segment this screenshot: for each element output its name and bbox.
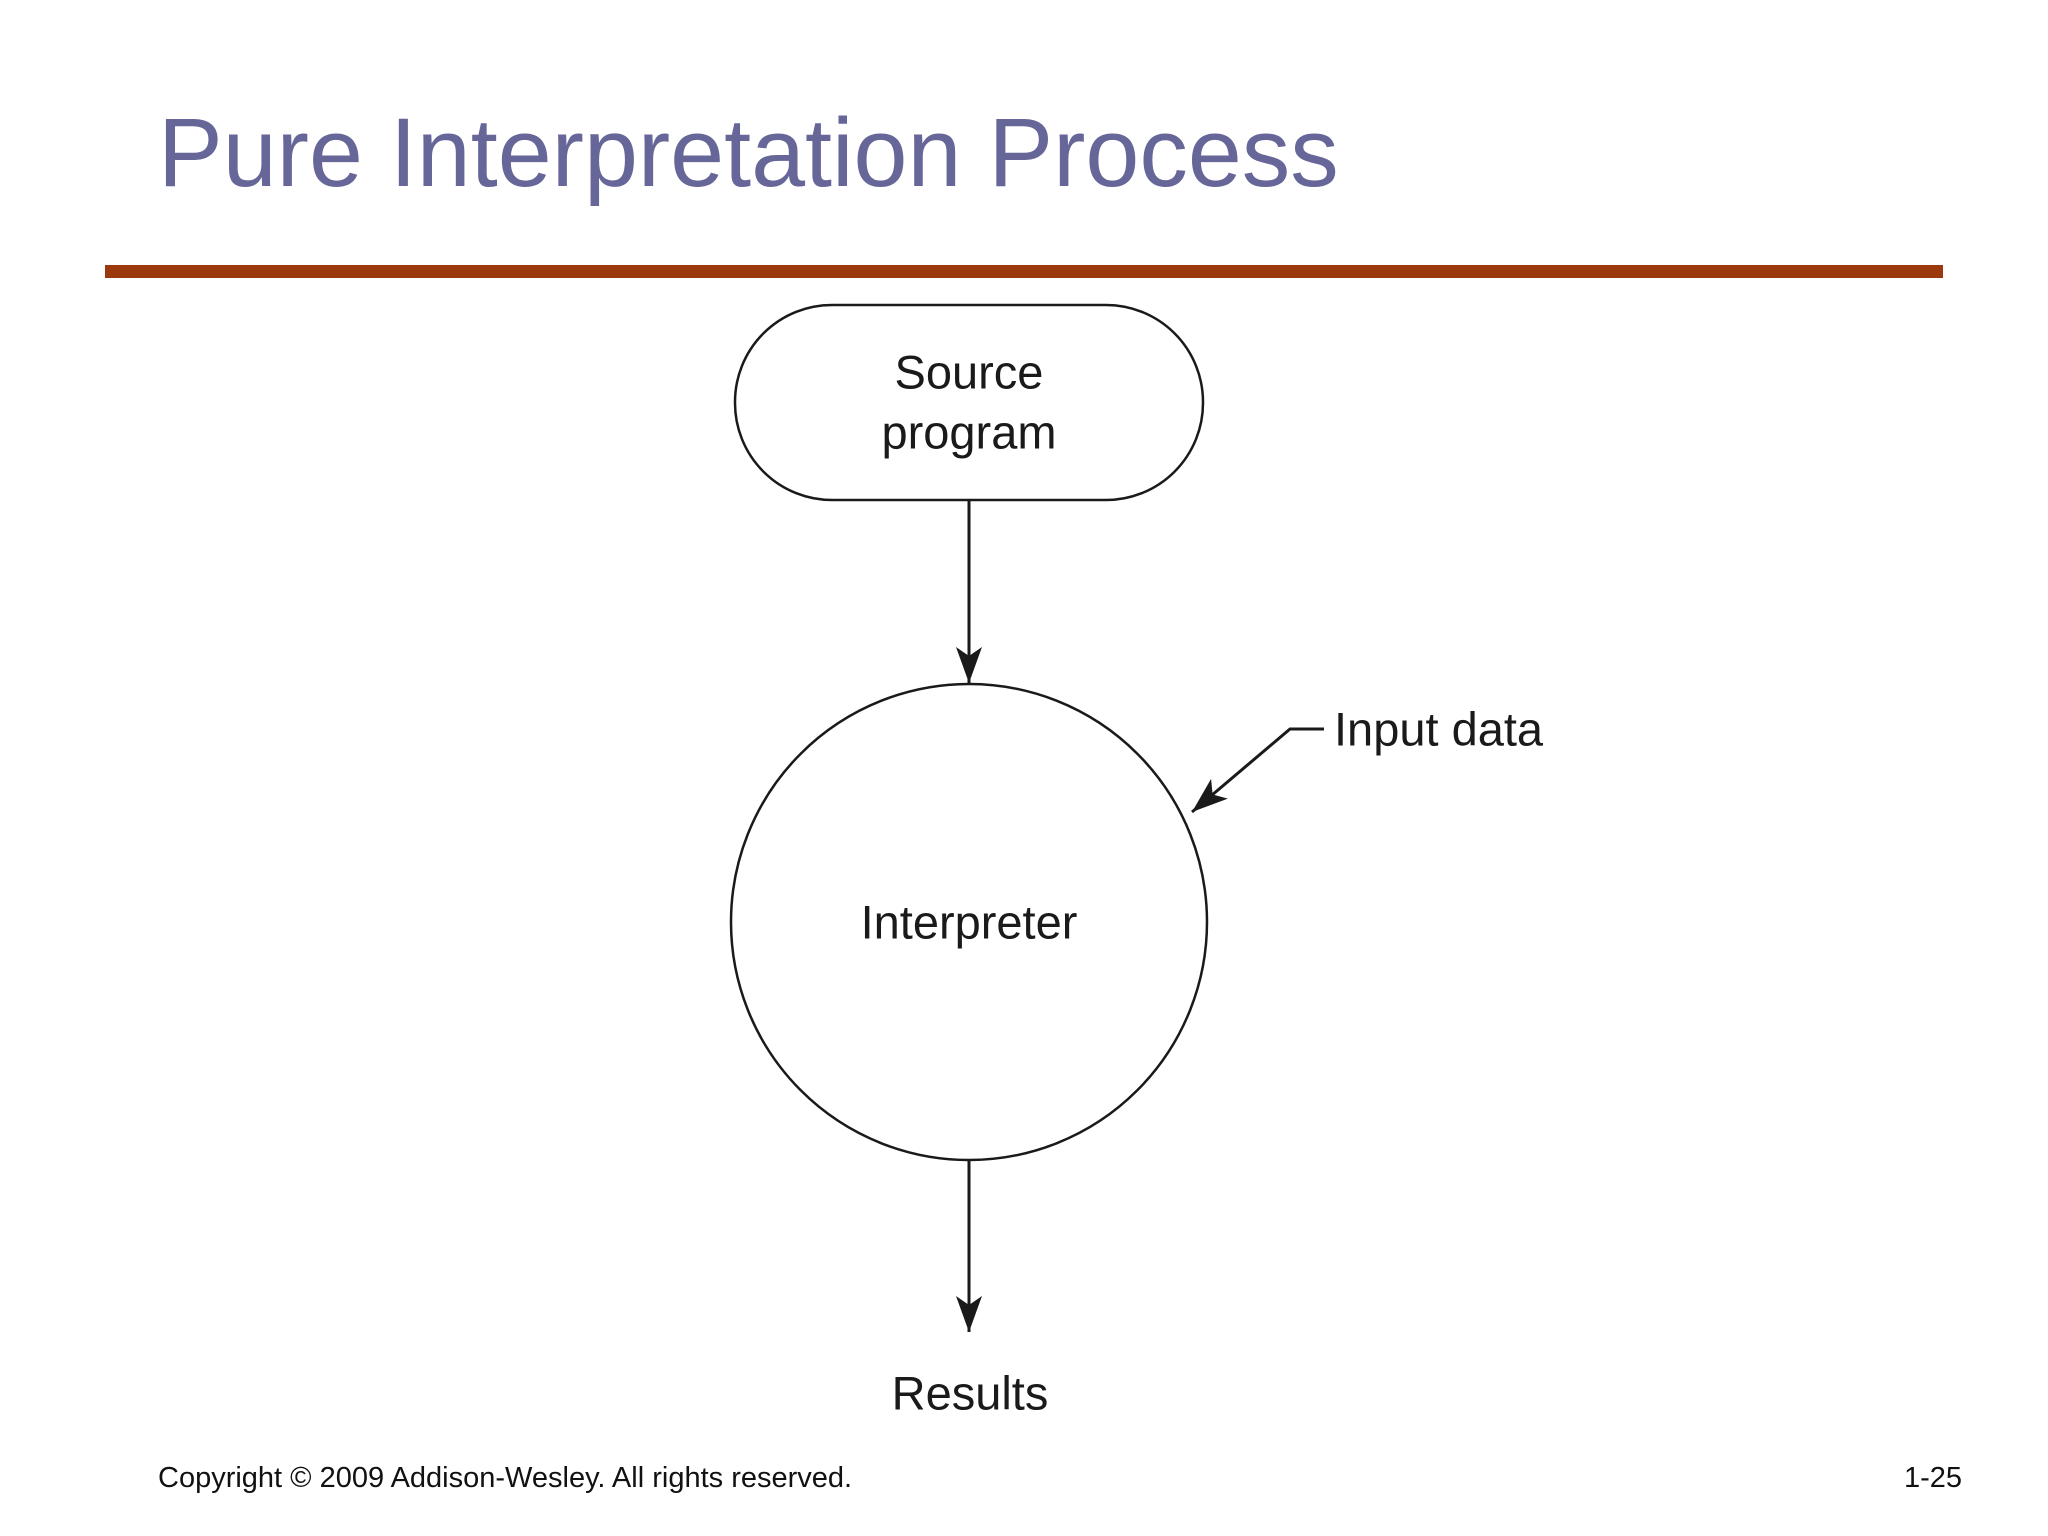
source-program-label-line2: program bbox=[881, 406, 1056, 459]
source-program-label-line1: Source bbox=[895, 346, 1044, 399]
slide-footer: Copyright © 2009 Addison-Wesley. All rig… bbox=[158, 1462, 1962, 1495]
input-data-arrow-icon bbox=[1191, 727, 1324, 814]
slide-title: Pure Interpretation Process bbox=[158, 98, 1339, 207]
results-label: Results bbox=[892, 1367, 1049, 1420]
title-divider-rule bbox=[105, 265, 1943, 278]
source-program-node bbox=[733, 303, 1205, 502]
input-data-label: Input data bbox=[1334, 703, 1544, 756]
interpreter-label: Interpreter bbox=[861, 896, 1078, 949]
copyright-text: Copyright © 2009 Addison-Wesley. All rig… bbox=[158, 1462, 853, 1494]
page-number: 1-25 bbox=[1903, 1462, 1962, 1494]
